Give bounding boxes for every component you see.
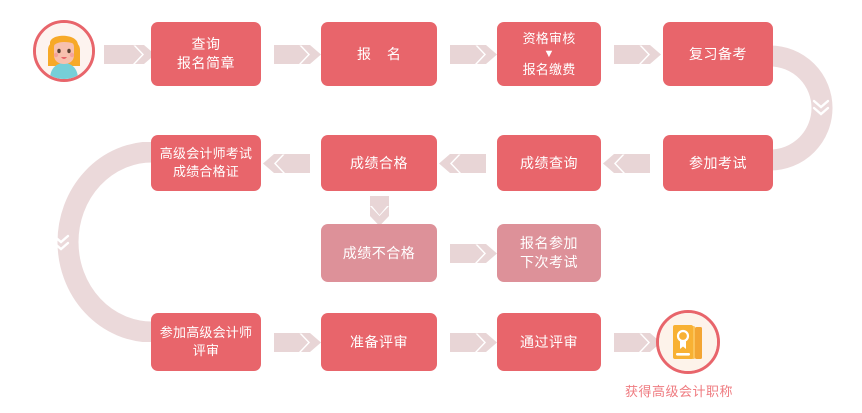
node-line-qualification-review: 资格审核 bbox=[522, 30, 576, 46]
node-score-query[interactable]: 成绩查询 bbox=[497, 135, 601, 191]
arrow-head bbox=[370, 216, 389, 226]
end-badge bbox=[656, 310, 720, 374]
arrow-head bbox=[650, 333, 661, 352]
node-exam-pass-certificate[interactable]: 高级会计师考试 成绩合格证 bbox=[151, 135, 261, 191]
arrow-head bbox=[310, 333, 321, 352]
arrow-n13-to-end bbox=[614, 333, 661, 352]
chevron-right-icon bbox=[299, 333, 310, 352]
chevron-right-icon bbox=[299, 45, 310, 64]
arrow-head bbox=[486, 45, 497, 64]
chevron-left-icon bbox=[450, 154, 461, 173]
node-score-pass[interactable]: 成绩合格 bbox=[321, 135, 437, 191]
node-attend-senior-accountant-review[interactable]: 参加高级会计师 评审 bbox=[151, 313, 261, 371]
arrow-n7-to-n9 bbox=[370, 196, 389, 226]
arrow-head bbox=[486, 333, 497, 352]
end-badge-caption: 获得高级会计职称 bbox=[625, 384, 734, 399]
arrow-n3-to-n4 bbox=[614, 45, 661, 64]
node-score-fail[interactable]: 成绩不合格 bbox=[321, 224, 437, 282]
arrow-n5-to-n6 bbox=[603, 154, 650, 173]
caret-down-icon: ▼ bbox=[543, 47, 555, 60]
arrow-head bbox=[650, 45, 661, 64]
arrow-n9-to-n10 bbox=[450, 244, 497, 263]
arrow-n12-to-n13 bbox=[450, 333, 497, 352]
chevron-right-icon bbox=[475, 244, 486, 263]
arrow-n6-to-n7 bbox=[439, 154, 486, 173]
start-avatar bbox=[33, 20, 95, 82]
node-registration[interactable]: 报 名 bbox=[321, 22, 437, 86]
certificate-badge-icon bbox=[659, 313, 717, 371]
chevron-left-icon bbox=[274, 154, 285, 173]
arrow-head bbox=[603, 154, 614, 173]
chevron-left-icon bbox=[614, 154, 625, 173]
chevron-right-icon bbox=[475, 333, 486, 352]
arrow-n7-to-n8 bbox=[263, 154, 310, 173]
chevron-right-icon bbox=[475, 45, 486, 64]
node-pass-review[interactable]: 通过评审 bbox=[497, 313, 601, 371]
arrow-n11-to-n12 bbox=[274, 333, 321, 352]
chevron-down-icon bbox=[370, 206, 389, 216]
node-review-preparation[interactable]: 复习备考 bbox=[663, 22, 773, 86]
girl-avatar-icon bbox=[36, 23, 92, 79]
node-register-next-exam[interactable]: 报名参加 下次考试 bbox=[497, 224, 601, 282]
chevron-right-icon bbox=[133, 45, 144, 64]
node-take-exam[interactable]: 参加考试 bbox=[663, 135, 773, 191]
arrow-head bbox=[310, 45, 321, 64]
arrow-head bbox=[144, 45, 155, 64]
chevron-right-icon bbox=[639, 45, 650, 64]
arrow-n2-to-n3 bbox=[450, 45, 497, 64]
arrow-head bbox=[486, 244, 497, 263]
chevron-down-icon-right bbox=[810, 96, 832, 118]
chevron-right-icon bbox=[639, 333, 650, 352]
arrow-n1-to-n2 bbox=[274, 45, 321, 64]
node-qualification-review-payment[interactable]: 资格审核 ▼ 报名缴费 bbox=[497, 22, 601, 86]
arrow-head bbox=[263, 154, 274, 173]
arrow-head bbox=[439, 154, 450, 173]
node-query-brochure[interactable]: 查询 报名简章 bbox=[151, 22, 261, 86]
arrow-start-to-n1 bbox=[104, 45, 155, 64]
node-line-registration-payment: 报名缴费 bbox=[522, 61, 576, 77]
connector-arc-right bbox=[768, 44, 860, 172]
node-prepare-review[interactable]: 准备评审 bbox=[321, 313, 437, 371]
chevron-down-icon-left bbox=[50, 231, 72, 253]
